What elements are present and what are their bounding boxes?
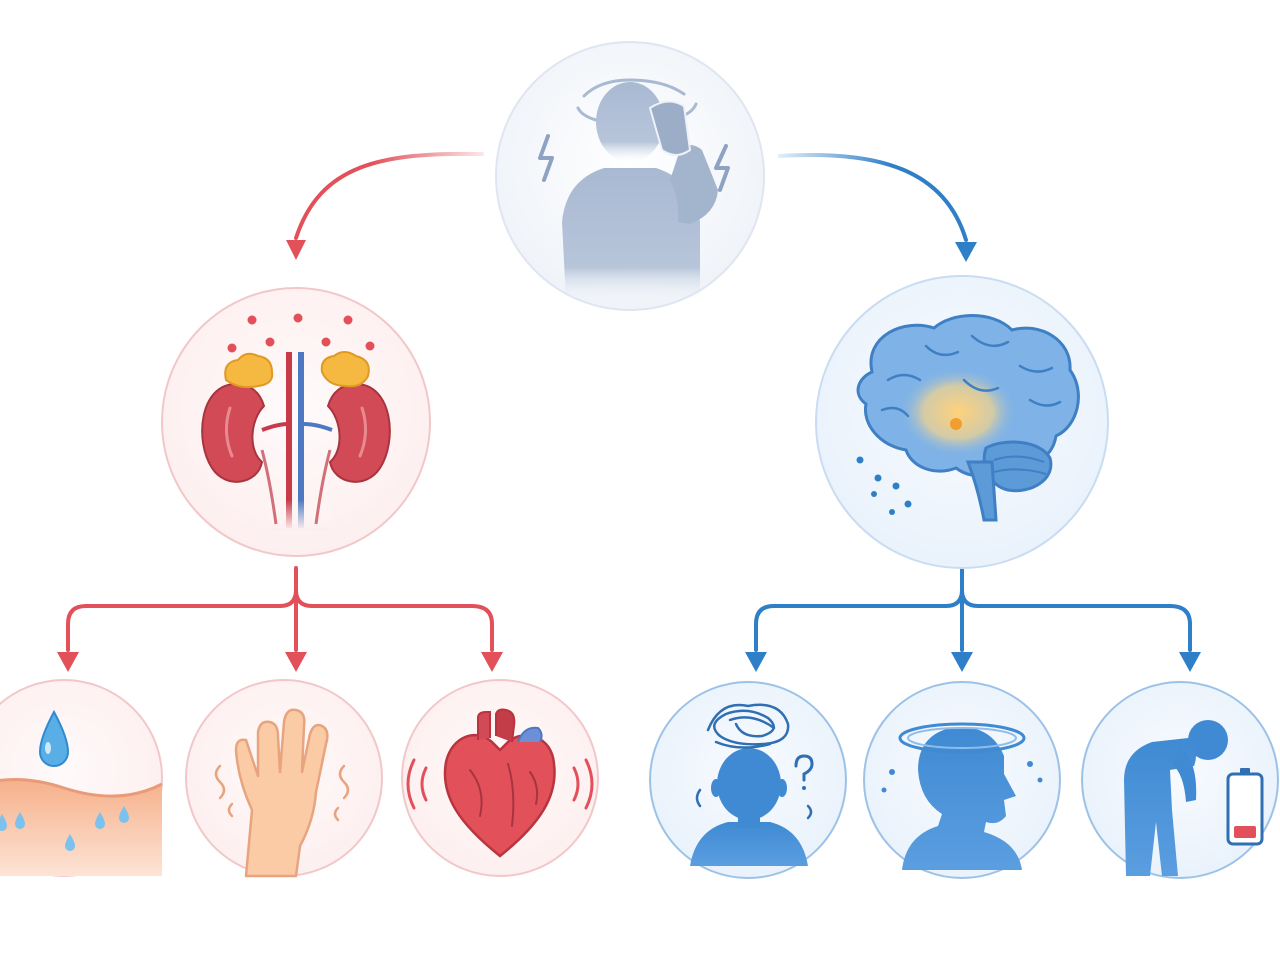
- dizzy-head-icon: [881, 722, 1043, 870]
- left-branch-arrowheads: [57, 652, 503, 672]
- dizzy-person-icon: [538, 78, 730, 300]
- neuroglycopenic-node: [815, 275, 1109, 569]
- right-branch-connectors: [754, 566, 1192, 652]
- kidneys-adrenal-glands-icon: [201, 351, 391, 530]
- adrenergic-node: [161, 287, 431, 557]
- confused-head-icon: [690, 703, 814, 866]
- center-node: [495, 41, 765, 311]
- dizziness-node: [863, 681, 1061, 879]
- trembling-hand-icon: [214, 708, 350, 878]
- sweat-drop-skin-icon: [0, 709, 163, 876]
- fatigue-node: [1081, 681, 1279, 879]
- confusion-node: [649, 681, 847, 879]
- fatigued-person-low-battery-icon: [1124, 720, 1264, 876]
- low-battery-icon: [1226, 768, 1264, 846]
- brain-icon: [856, 314, 1080, 522]
- adrenaline-dots: [227, 313, 375, 353]
- tremor-node: [185, 679, 383, 878]
- arrow-to-adrenergic: [286, 151, 484, 260]
- pounding-heart-icon: [406, 708, 594, 858]
- left-branch-connectors: [66, 566, 494, 652]
- sweating-node: [0, 679, 163, 877]
- right-branch-arrowheads: [745, 652, 1201, 672]
- arrow-to-neuroglycopenic: [778, 153, 977, 262]
- palpitations-node: [401, 679, 599, 877]
